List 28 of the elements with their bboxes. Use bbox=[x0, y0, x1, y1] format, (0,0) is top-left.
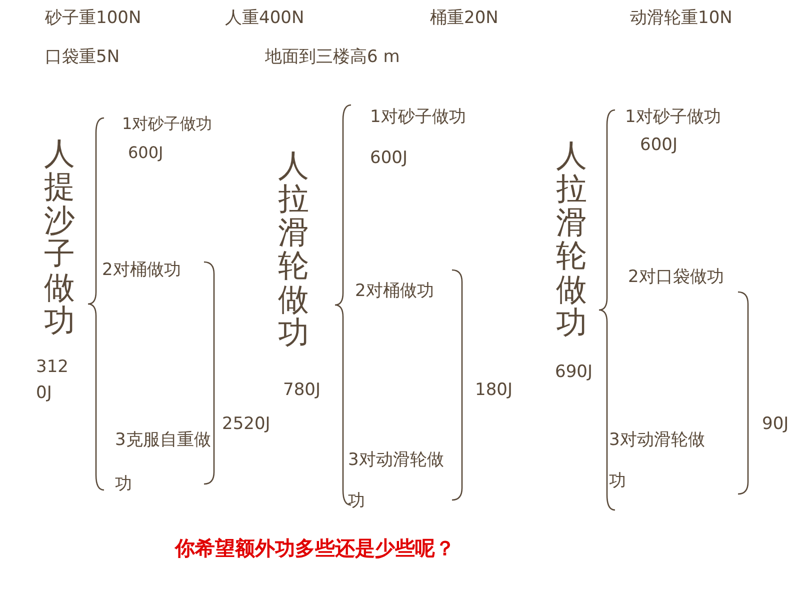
text-label: 780J bbox=[283, 380, 320, 400]
text-label: 2520J bbox=[222, 414, 270, 434]
text-label: 2对桶做功 bbox=[355, 281, 434, 302]
text-label: 690J bbox=[555, 361, 594, 384]
text-label: 人重400N bbox=[225, 8, 304, 28]
vertical-heading: 人提沙子做功 bbox=[44, 138, 75, 339]
text-label: 2对口袋做功 bbox=[628, 267, 724, 288]
text-label: 砂子重100N bbox=[45, 8, 142, 28]
text-label: 90J bbox=[762, 414, 789, 434]
text-label: 3120J bbox=[36, 356, 70, 404]
text-label: 3对动滑轮做功 bbox=[609, 429, 706, 493]
text-label: 1对砂子做功 bbox=[370, 107, 466, 128]
text-label: 3对动滑轮做功 bbox=[348, 449, 445, 513]
vertical-heading: 人拉滑轮做功 bbox=[278, 150, 309, 351]
text-label: 3克服自重做功 bbox=[115, 429, 212, 496]
text-label: 600J bbox=[640, 135, 678, 156]
text-label: 桶重20N bbox=[430, 8, 498, 28]
text-label: 1对砂子做功 bbox=[122, 114, 212, 134]
text-label: 地面到三楼高6 m bbox=[265, 47, 400, 68]
text-label: 600J bbox=[128, 143, 164, 162]
text-label: 动滑轮重10N bbox=[630, 8, 732, 28]
text-label: 180J bbox=[475, 380, 512, 400]
text-label: 600J bbox=[370, 148, 408, 168]
text-label: 口袋重5N bbox=[45, 47, 120, 68]
question-text: 你希望额外功多些还是少些呢？ bbox=[175, 536, 455, 560]
text-label: 1对砂子做功 bbox=[625, 107, 721, 128]
text-label: 2对桶做功 bbox=[102, 260, 181, 280]
vertical-heading: 人拉滑轮做功 bbox=[556, 140, 587, 341]
